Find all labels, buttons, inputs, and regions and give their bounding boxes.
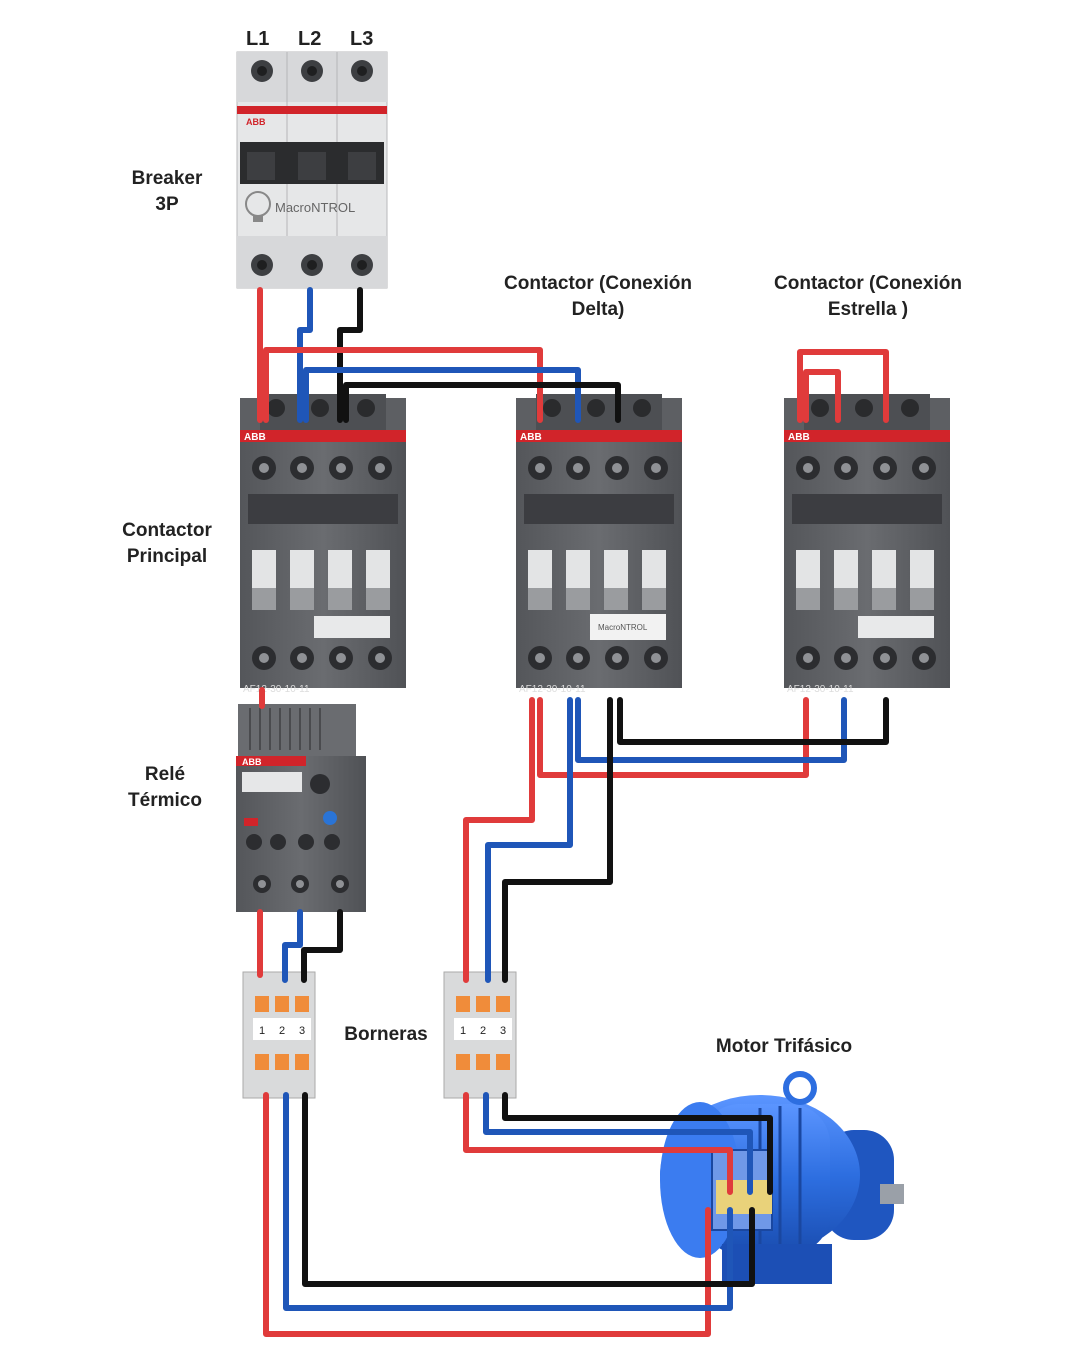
thermal-relay-label-line2: Térmico — [128, 790, 202, 811]
contactor-model: AF12-30-10-11 — [787, 684, 854, 695]
contactor-model: AF12-30-10-11 — [243, 684, 310, 695]
star-contactor: ABB AF12-30-10-11 — [784, 394, 950, 695]
contactor-watermark: MacroNTROL — [598, 623, 648, 632]
main-contactor-label-line1: Contactor — [122, 520, 212, 541]
delta-contactor-label-line1: Contactor (Conexión — [504, 273, 692, 294]
dial-icon — [323, 811, 337, 825]
breaker-label-line1: Breaker — [131, 168, 203, 189]
contactor-brand: ABB — [244, 432, 266, 443]
terminal-number: 1 — [259, 1025, 265, 1037]
delta-contactor: ABB MacroNTROL AF12-30-10-11 — [516, 394, 682, 695]
breaker-label: Breaker 3P — [112, 166, 222, 218]
terminal-number: 3 — [299, 1025, 305, 1037]
three-phase-motor — [660, 1071, 904, 1284]
main-contactor: ABB AF12-30-10-11 — [240, 394, 406, 695]
contactor-brand: ABB — [520, 432, 542, 443]
terminal-number: 2 — [279, 1025, 285, 1037]
phase-label-l3: L3 — [350, 28, 374, 50]
breaker-label-line2: 3P — [155, 194, 179, 215]
star-contactor-label-line1: Contactor (Conexión — [774, 273, 962, 294]
star-contactor-label-line2: Estrella ) — [827, 299, 909, 320]
terminal-blocks-label: Borneras — [344, 1024, 428, 1045]
contactor-model: AF12-30-10-11 — [519, 684, 586, 695]
thermal-relay-label-line1: Relé — [144, 764, 186, 785]
main-contactor-label: Contactor Principal — [104, 518, 230, 570]
star-contactor-label: Contactor (Conexión Estrella ) — [738, 271, 998, 323]
lightbulb-logo-icon — [245, 191, 271, 222]
thermal-relay-label: Relé Térmico — [110, 762, 220, 814]
breaker-3p: ABB MacroNTROL — [236, 51, 388, 289]
terminal-number: 2 — [480, 1025, 486, 1037]
main-contactor-label-line2: Principal — [126, 546, 208, 567]
terminal-number: 1 — [460, 1025, 466, 1037]
lifting-eye-icon — [783, 1071, 817, 1105]
delta-contactor-label-line2: Delta) — [571, 299, 625, 320]
contactor-brand: ABB — [788, 432, 810, 443]
phase-label-l1: L1 — [246, 28, 270, 50]
breaker-watermark: MacroNTROL — [275, 200, 355, 215]
motor-label: Motor Trifásico — [715, 1036, 853, 1057]
terminal-block-left: 1 2 3 — [242, 971, 316, 1099]
breaker-brand: ABB — [246, 117, 266, 127]
delta-contactor-label: Contactor (Conexión Delta) — [468, 271, 728, 323]
relay-brand: ABB — [242, 757, 262, 767]
thermal-relay: ABB — [236, 704, 366, 912]
phase-label-l2: L2 — [298, 28, 322, 50]
terminal-block-right: 1 2 3 — [443, 971, 517, 1099]
terminal-number: 3 — [500, 1025, 506, 1037]
